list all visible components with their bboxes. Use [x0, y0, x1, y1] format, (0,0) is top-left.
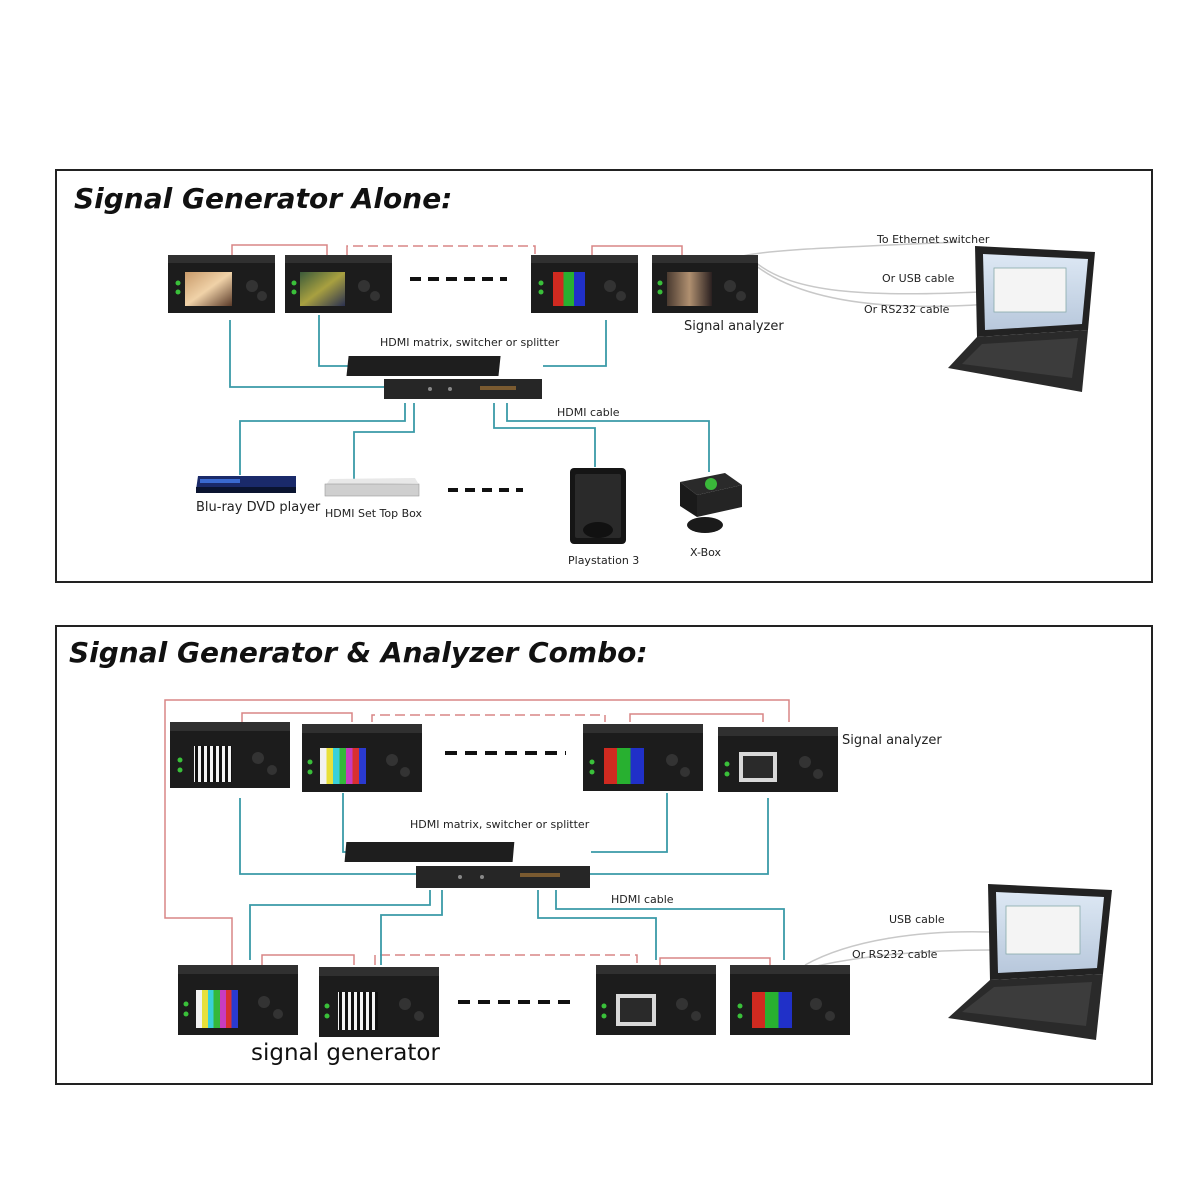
p2-red-connectors: [164, 699, 790, 965]
p1-device-2: [285, 255, 392, 313]
p1-device-3: [531, 255, 638, 313]
label-p2-usb-cable: USB cable: [889, 913, 945, 926]
p2-device-2: [302, 724, 422, 792]
p1-teal-lines: [229, 315, 710, 480]
p2-hdmi-matrix: [344, 842, 590, 888]
label-bluray-player: Blu-ray DVD player: [196, 500, 321, 515]
label-hdmi-cable: HDMI cable: [557, 406, 620, 419]
p2-generator-1: [178, 965, 298, 1035]
p2-teal-lines: [239, 793, 785, 965]
label-rs232-cable: Or RS232 cable: [864, 303, 950, 316]
panel2-title: Signal Generator & Analyzer Combo:: [69, 636, 648, 669]
p2-device-bottom-4: [730, 965, 850, 1035]
p2-laptop: [948, 884, 1112, 1040]
p1-bluray-player: [196, 476, 296, 493]
p2-generator-2: [319, 967, 439, 1037]
label-ethernet-switcher: To Ethernet switcher: [877, 233, 990, 246]
p1-device-1: [168, 255, 275, 313]
p2-device-1: [170, 722, 290, 788]
p2-device-bottom-3: [596, 965, 716, 1035]
p2-device-3: [583, 724, 703, 791]
p1-red-connectors: [231, 244, 683, 255]
p2-pc-cables: [804, 931, 991, 969]
label-playstation: Playstation 3: [568, 554, 640, 567]
p1-settop-box: [324, 478, 420, 497]
label-xbox: X-Box: [690, 546, 722, 559]
p2-device-analyzer: [718, 727, 838, 792]
label-p2-hdmi-cable: HDMI cable: [611, 893, 674, 906]
label-hdmi-matrix: HDMI matrix, switcher or splitter: [380, 336, 560, 349]
p1-hdmi-matrix: [346, 356, 542, 399]
label-p2-signal-analyzer: Signal analyzer: [842, 733, 942, 748]
p1-xbox: [680, 473, 742, 533]
p1-device-analyzer: [652, 255, 758, 313]
label-signal-analyzer: Signal analyzer: [684, 319, 784, 334]
p1-laptop: [948, 246, 1095, 392]
label-p2-rs232-cable: Or RS232 cable: [852, 948, 938, 961]
label-signal-generator: signal generator: [251, 1040, 440, 1066]
panel1-title: Signal Generator Alone:: [74, 182, 453, 215]
label-settop-box: HDMI Set Top Box: [325, 507, 423, 520]
p1-ps3: [570, 468, 626, 544]
label-p2-hdmi-matrix: HDMI matrix, switcher or splitter: [410, 818, 590, 831]
label-usb-cable: Or USB cable: [882, 272, 955, 285]
